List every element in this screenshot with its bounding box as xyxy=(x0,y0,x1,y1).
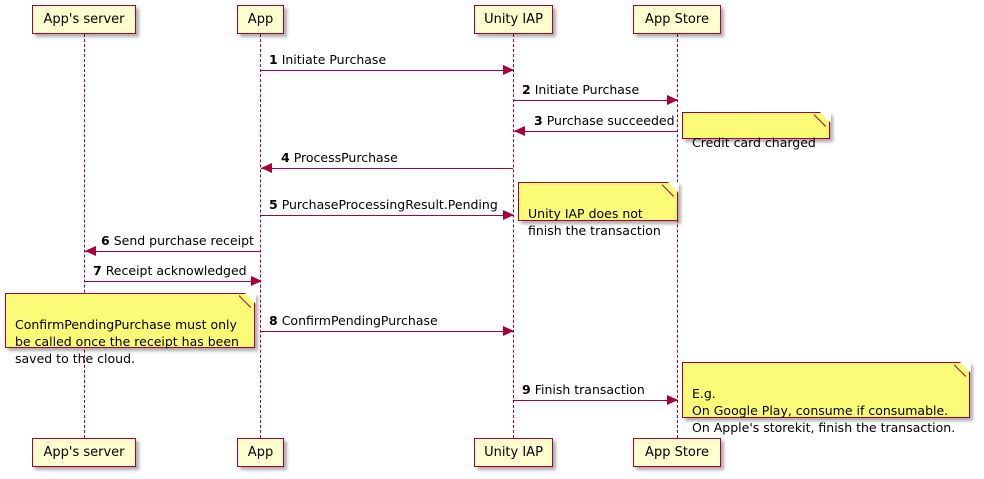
message-arrowhead-4 xyxy=(261,163,272,173)
lifeline-app xyxy=(260,34,261,438)
note-fold-edge xyxy=(662,183,677,198)
message-arrowhead-3 xyxy=(514,126,525,136)
note-fold-edge xyxy=(954,363,969,378)
message-label-5: 5 PurchaseProcessingResult.Pending xyxy=(269,197,498,212)
participant-label: App Store xyxy=(645,12,709,27)
message-number-6: 6 xyxy=(101,233,110,248)
message-arrow-5 xyxy=(261,215,513,216)
message-arrowhead-7 xyxy=(251,276,262,286)
message-label-3: 3 Purchase succeeded xyxy=(534,113,675,128)
message-label-6: 6 Send purchase receipt xyxy=(101,233,254,248)
message-label-9: 9 Finish transaction xyxy=(522,382,645,397)
message-arrowhead-8 xyxy=(503,326,514,336)
message-number-8: 8 xyxy=(269,313,278,328)
note-fold-edge xyxy=(814,113,829,128)
message-number-5: 5 xyxy=(269,197,278,212)
message-text-1: Initiate Purchase xyxy=(281,52,387,67)
participant-app-server-bottom[interactable]: App's server xyxy=(32,438,136,467)
message-text-2: Initiate Purchase xyxy=(534,82,640,97)
participant-label: App's server xyxy=(43,445,125,460)
message-number-2: 2 xyxy=(522,82,531,97)
message-label-8: 8 ConfirmPendingPurchase xyxy=(269,313,438,328)
message-arrow-9 xyxy=(514,400,677,401)
message-number-7: 7 xyxy=(93,263,102,278)
message-arrowhead-2 xyxy=(667,95,678,105)
note-text: Credit card charged xyxy=(692,135,816,150)
lifeline-app-server xyxy=(84,34,85,438)
message-number-3: 3 xyxy=(534,113,543,128)
message-arrow-1 xyxy=(261,70,513,71)
message-label-1: 1 Initiate Purchase xyxy=(269,52,387,67)
message-text-7: Receipt acknowledged xyxy=(105,263,247,278)
message-arrowhead-1 xyxy=(503,65,514,75)
message-arrow-6 xyxy=(85,251,261,252)
message-number-4: 4 xyxy=(281,150,290,165)
message-arrowhead-6 xyxy=(85,246,96,256)
message-arrow-3 xyxy=(514,131,677,132)
participant-app-store-top[interactable]: App Store xyxy=(633,5,721,34)
message-text-5: PurchaseProcessingResult.Pending xyxy=(281,197,498,212)
participant-label: App xyxy=(247,445,274,460)
participant-app-top[interactable]: App xyxy=(237,5,284,34)
message-number-1: 1 xyxy=(269,52,278,67)
participant-unity-iap-top[interactable]: Unity IAP xyxy=(474,5,553,34)
note-fold-edge xyxy=(239,294,254,309)
message-text-6: Send purchase receipt xyxy=(113,233,254,248)
note-text: ConfirmPendingPurchase must only be call… xyxy=(15,317,239,366)
message-arrow-2 xyxy=(514,100,677,101)
message-number-9: 9 xyxy=(522,382,531,397)
note-confirm-pending-purchase: ConfirmPendingPurchase must only be call… xyxy=(5,292,256,366)
message-text-4: ProcessPurchase xyxy=(293,150,398,165)
participant-app-server-top[interactable]: App's server xyxy=(32,5,136,34)
participant-label: App Store xyxy=(645,445,709,460)
message-label-4: 4 ProcessPurchase xyxy=(281,150,398,165)
lifeline-app-store xyxy=(677,34,678,438)
message-label-2: 2 Initiate Purchase xyxy=(522,82,640,97)
note-finish-transaction-examples: E.g. On Google Play, consume if consumab… xyxy=(682,361,971,435)
note-text: Unity IAP does not finish the transactio… xyxy=(528,206,661,238)
participant-label: App xyxy=(247,12,274,27)
participant-unity-iap-bottom[interactable]: Unity IAP xyxy=(474,438,553,467)
note-text: E.g. On Google Play, consume if consumab… xyxy=(692,386,956,435)
note-credit-card-charged: Credit card charged xyxy=(682,111,831,150)
message-label-7: 7 Receipt acknowledged xyxy=(93,263,247,278)
message-text-3: Purchase succeeded xyxy=(546,113,675,128)
participant-label: Unity IAP xyxy=(484,445,543,460)
message-arrowhead-9 xyxy=(667,395,678,405)
participant-app-store-bottom[interactable]: App Store xyxy=(633,438,721,467)
participant-label: App's server xyxy=(43,12,125,27)
message-text-8: ConfirmPendingPurchase xyxy=(281,313,438,328)
note-unity-iap-does-not-finish: Unity IAP does not finish the transactio… xyxy=(518,181,679,238)
lifeline-unity-iap xyxy=(513,34,514,438)
message-text-9: Finish transaction xyxy=(534,382,645,397)
message-arrowhead-5 xyxy=(503,210,514,220)
message-arrow-7 xyxy=(85,281,261,282)
message-arrow-4 xyxy=(261,168,513,169)
participant-app-bottom[interactable]: App xyxy=(237,438,284,467)
participant-label: Unity IAP xyxy=(484,12,543,27)
message-arrow-8 xyxy=(261,331,513,332)
